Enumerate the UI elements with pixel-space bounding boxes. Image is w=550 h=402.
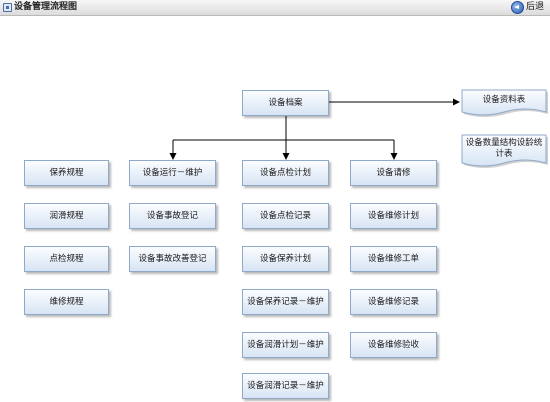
node-accident-improvement[interactable]: 设备事故改善登记	[129, 246, 216, 272]
node-repair-acceptance[interactable]: 设备维修验收	[350, 332, 437, 358]
node-repair-record[interactable]: 设备维修记录	[350, 289, 437, 315]
back-arrow-icon	[510, 1, 524, 14]
doc-label: 设备资料表	[482, 95, 526, 105]
document-shape-icon	[461, 134, 548, 168]
node-repair-plan[interactable]: 设备维修计划	[350, 203, 437, 229]
node-equipment-archive[interactable]: 设备档案	[242, 90, 329, 116]
doc-equipment-age-statistics[interactable]: 设备数量结构设龄统计表	[460, 133, 548, 169]
node-repair-rules[interactable]: 维修规程	[24, 289, 109, 315]
node-lubrication-record[interactable]: 设备润滑记录－维护	[242, 373, 329, 399]
node-maintenance-rules[interactable]: 保养规程	[24, 160, 109, 186]
document-shape-icon	[461, 89, 548, 117]
node-repair-request[interactable]: 设备请修	[350, 160, 437, 186]
node-maintenance-plan[interactable]: 设备保养计划	[242, 246, 329, 272]
node-repair-work-order[interactable]: 设备维修工单	[350, 246, 437, 272]
title-bar: 设备管理流程图 后退	[0, 0, 550, 16]
node-lubrication-rules[interactable]: 润滑规程	[24, 203, 109, 229]
node-inspection-record[interactable]: 设备点检记录	[242, 203, 329, 229]
page-title: 设备管理流程图	[14, 2, 78, 12]
back-button[interactable]: 后退	[510, 0, 544, 15]
node-maintenance-record[interactable]: 设备保养记录－维护	[242, 289, 329, 315]
node-inspection-rules[interactable]: 点检规程	[24, 246, 109, 272]
node-accident-registration[interactable]: 设备事故登记	[129, 203, 216, 229]
node-lubrication-plan[interactable]: 设备润滑计划－维护	[242, 332, 329, 358]
window-icon	[3, 3, 12, 12]
back-label: 后退	[525, 2, 544, 12]
node-inspection-plan[interactable]: 设备点检计划	[242, 160, 329, 186]
doc-equipment-data-sheet[interactable]: 设备资料表	[460, 88, 548, 118]
doc-label: 设备数量结构设龄统计表	[465, 137, 543, 159]
node-equipment-operation[interactable]: 设备运行－维护	[129, 160, 216, 186]
